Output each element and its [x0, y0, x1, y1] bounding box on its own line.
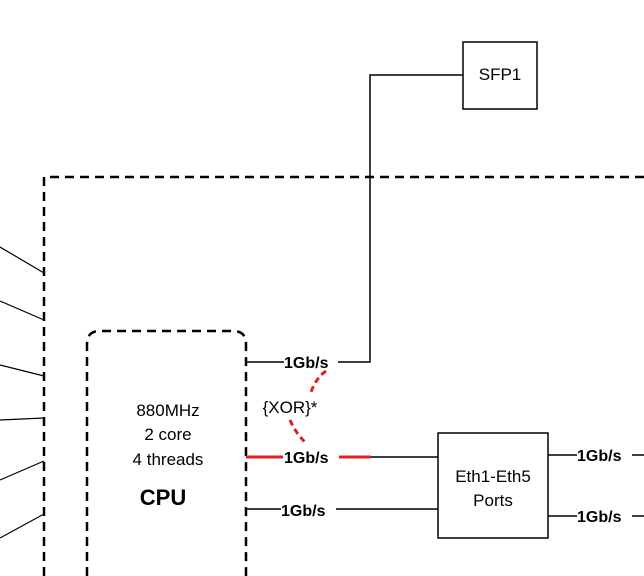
left-diagonal-lines	[0, 246, 45, 539]
cpu-threads: 4 threads	[133, 450, 204, 469]
cpu-port-1-speed: 1Gb/s	[284, 355, 329, 372]
sfp1-box	[462, 41, 538, 110]
cpu-dashed-box	[85, 329, 248, 576]
eth-ports-label-line2: Ports	[473, 491, 513, 510]
cpu-port-3-speed: 1Gb/s	[281, 503, 326, 520]
cpu-title: CPU	[140, 485, 186, 510]
sfp1-link-line	[338, 74, 463, 363]
xor-label: {XOR}*	[263, 398, 318, 417]
eth-link-top-speed: 1Gb/s	[577, 448, 622, 465]
eth-ports-label-line1: Eth1-Eth5	[455, 467, 531, 486]
cpu-port-2-speed: 1Gb/s	[284, 450, 329, 467]
cpu-frequency: 880MHz	[136, 401, 199, 420]
xor-dashed-link-lower	[288, 419, 309, 446]
cpu-cores: 2 core	[144, 425, 191, 444]
outer-dashed-boundary	[42, 175, 644, 576]
xor-dashed-link	[309, 369, 327, 393]
eth-link-bottom-speed: 1Gb/s	[577, 509, 622, 526]
sfp1-label: SFP1	[479, 65, 522, 84]
eth-ports-box	[437, 432, 549, 539]
